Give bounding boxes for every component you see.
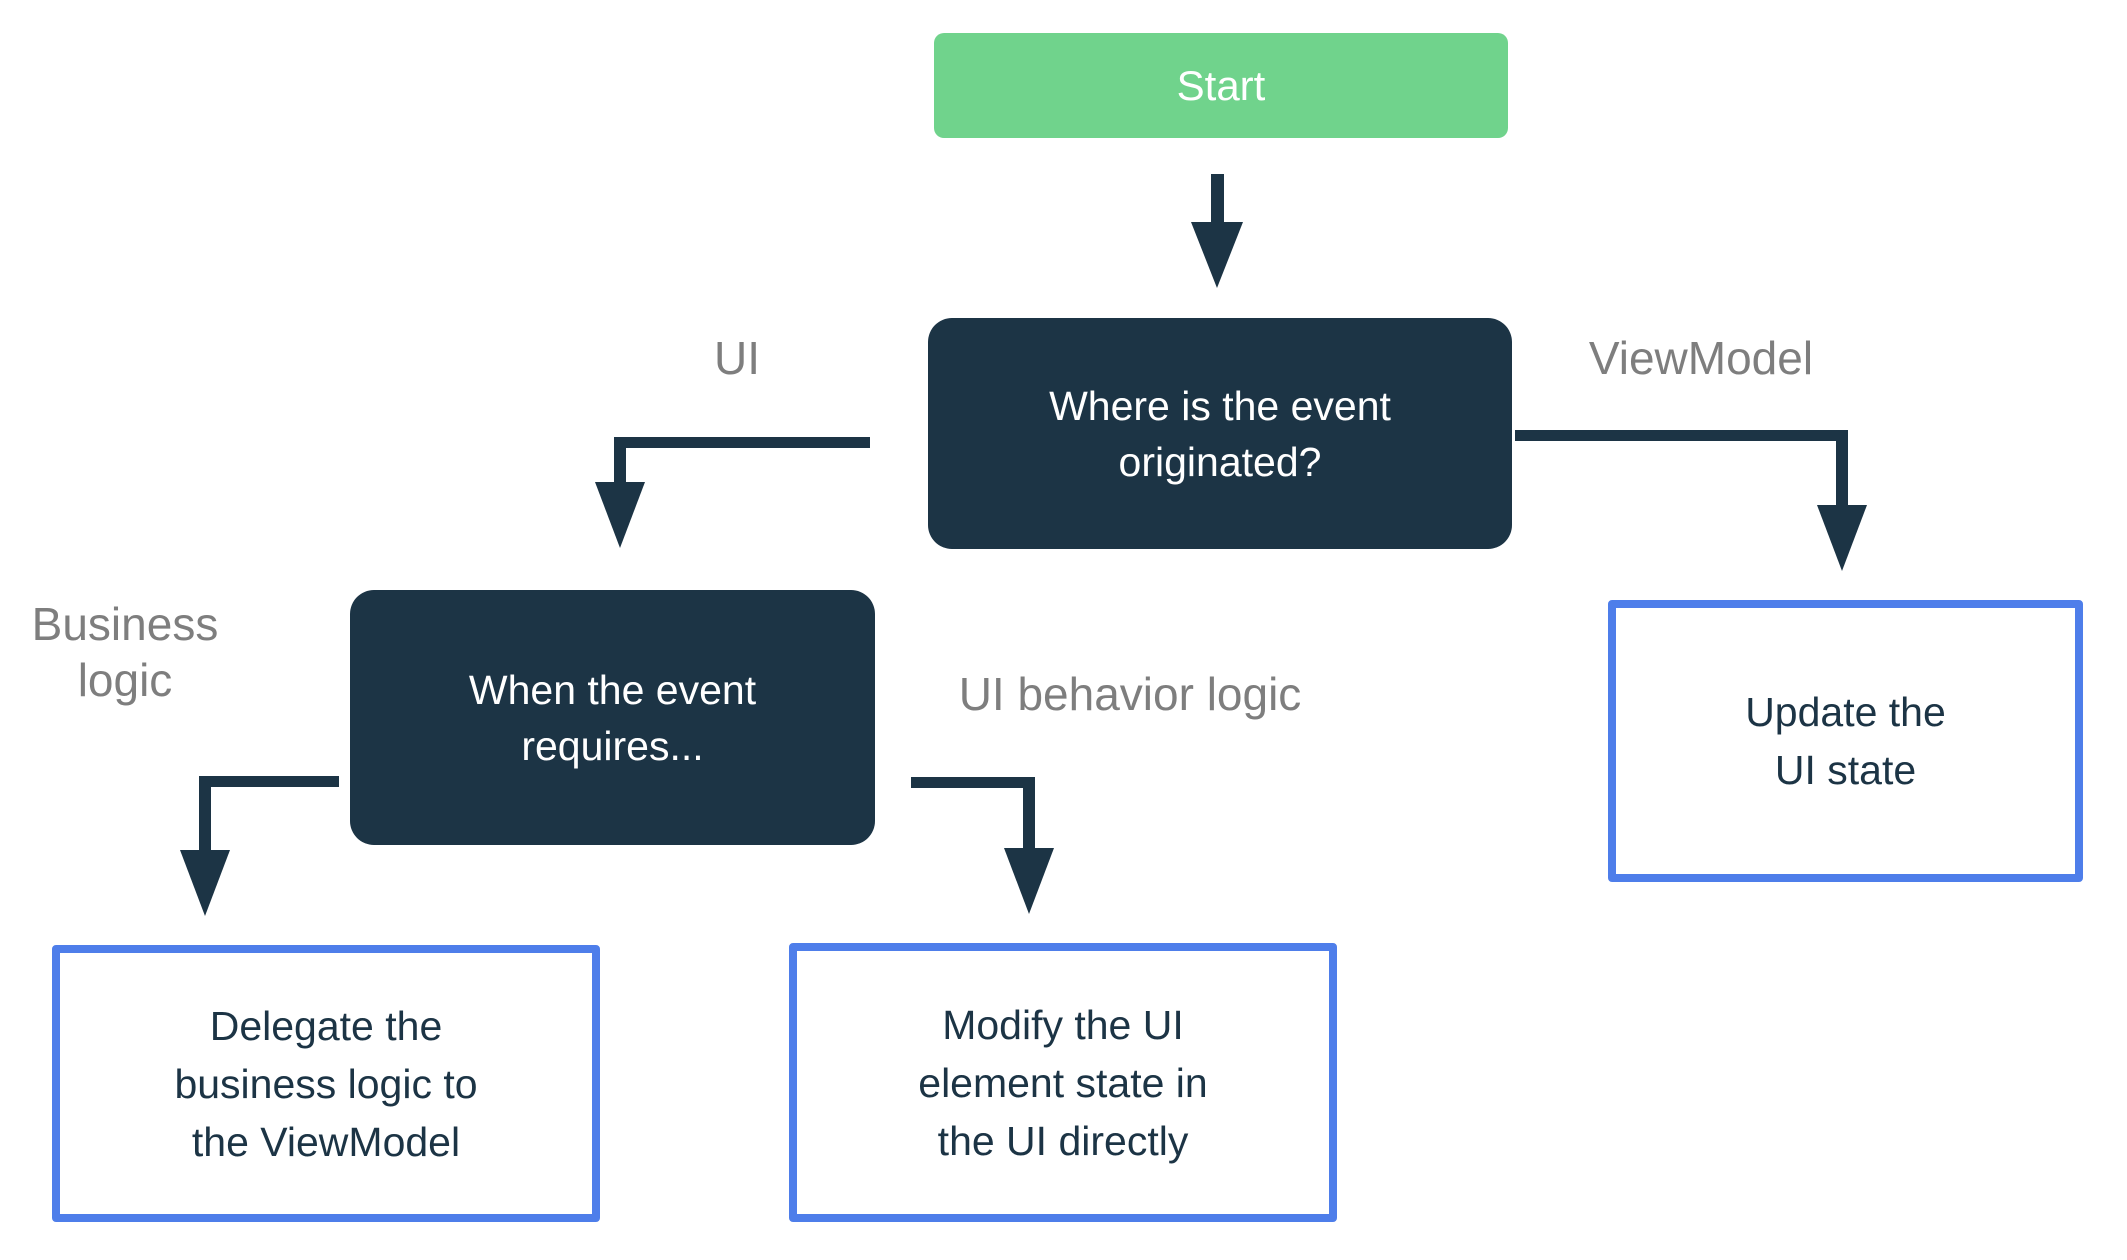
edge-label-ui: UI [714, 332, 760, 384]
node-update-line1: Update the [1745, 689, 1946, 735]
arrow-business-branch-shaft [199, 776, 211, 852]
arrow-start-to-where-shaft [1211, 174, 1224, 224]
node-modify-line3: the UI directly [937, 1117, 1189, 1164]
node-modify-ui-element-state: Modify the UI element state in the UI di… [789, 943, 1337, 1222]
node-update-line2: UI state [1774, 747, 1917, 793]
node-delegate-line3: the ViewModel [191, 1118, 461, 1165]
arrow-ui-behavior-branch-head-icon [1004, 848, 1054, 914]
node-start-label: Start [1176, 61, 1266, 109]
arrow-ui-behavior-branch-shaft [1023, 777, 1035, 850]
edge-label-viewmodel: ViewModel [1588, 332, 1814, 384]
node-where-line2: originated? [1118, 438, 1322, 485]
node-where-event-originated: Where is the event originated? [928, 318, 1512, 549]
arrow-ui-branch-shaft [614, 437, 626, 485]
arrow-business-branch-head-icon [180, 850, 230, 916]
node-when-line2: requires... [521, 722, 704, 769]
node-delegate-business-logic: Delegate the business logic to the ViewM… [52, 945, 600, 1222]
node-delegate-line1: Delegate the [209, 1002, 443, 1049]
edge-label-ui-behavior-logic: UI behavior logic [958, 668, 1302, 720]
arrow-ui-behavior-branch-hline [911, 777, 1035, 788]
node-modify-line1: Modify the UI [942, 1001, 1184, 1048]
arrow-ui-branch-head-icon [595, 482, 645, 548]
node-where-line1: Where is the event [1049, 382, 1391, 429]
arrow-ui-branch-hline [614, 437, 870, 448]
arrow-start-to-where-head-icon [1191, 222, 1243, 288]
node-start: Start [934, 33, 1508, 138]
arrow-viewmodel-branch-shaft [1836, 430, 1848, 508]
edge-label-business-logic: Business logic [31, 598, 219, 707]
node-delegate-line2: business logic to [174, 1060, 478, 1107]
node-when-line1: When the event [468, 666, 757, 713]
node-update-ui-state: Update the UI state [1608, 600, 2083, 882]
node-when-event-requires: When the event requires... [350, 590, 875, 845]
node-modify-line2: element state in [918, 1059, 1208, 1106]
arrow-viewmodel-branch-hline [1515, 430, 1848, 441]
arrow-business-branch-hline [199, 776, 339, 787]
arrow-viewmodel-branch-head-icon [1817, 505, 1867, 571]
